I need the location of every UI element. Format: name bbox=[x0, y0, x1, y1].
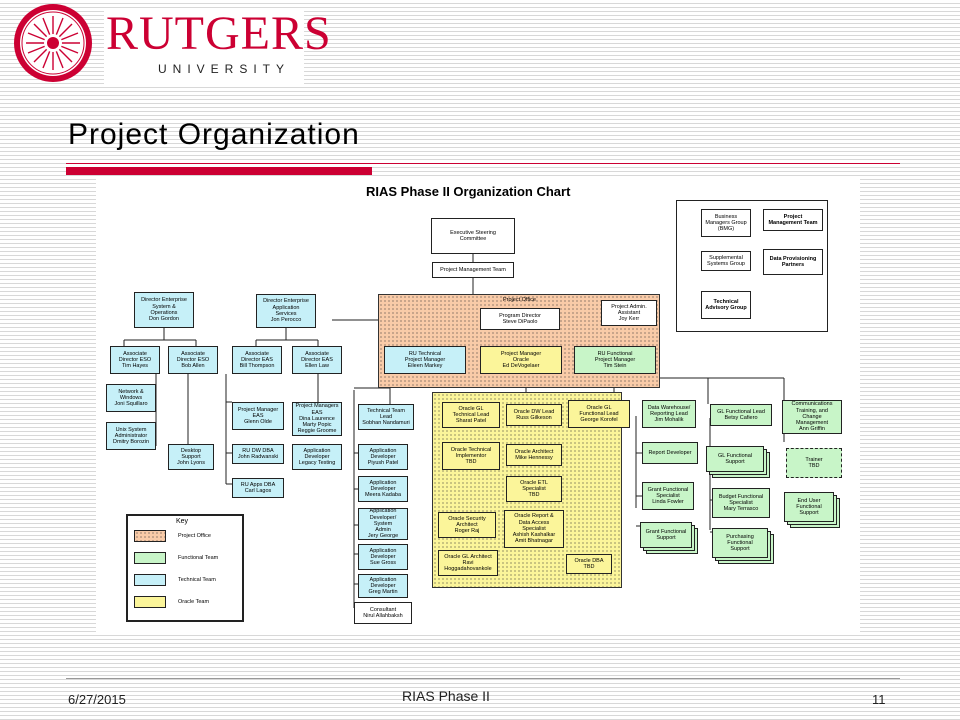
node-technical-team-lead: Technical Team Lead Sobhan Nandamuri bbox=[358, 404, 414, 430]
node-data-provisioning: Data Provisioning Partners bbox=[763, 249, 823, 275]
key-label-oracle: Oracle Team bbox=[178, 599, 210, 605]
key-swatch-oracle bbox=[134, 596, 166, 608]
key-swatch-project-office bbox=[134, 530, 166, 542]
rutgers-wordmark: RUTGERS UNIVERSITY bbox=[104, 8, 331, 84]
node-app-dev-3: Application Developer/ System Admin Jery… bbox=[358, 508, 408, 540]
node-app-dev-5: Application Developer Greg Martin bbox=[358, 574, 408, 598]
chart-title: RIAS Phase II Organization Chart bbox=[366, 184, 571, 199]
node-director-eso: Director Enterprise System & Operations … bbox=[134, 292, 194, 328]
node-assoc-director-eso-1: Associate Director ESO Tim Hayes bbox=[110, 346, 160, 374]
node-ru-dw-dba: RU DW DBA John Radwanski bbox=[232, 444, 284, 464]
node-project-management-team: Project Management Team bbox=[432, 262, 514, 278]
org-chart: RIAS Phase II Organization Chart Executi… bbox=[96, 178, 860, 634]
node-network-windows: Network & Windows Joni Squillaro bbox=[106, 384, 156, 412]
header: RUTGERS UNIVERSITY bbox=[0, 0, 960, 88]
node-gl-functional-support: GL Functional Support bbox=[706, 446, 764, 472]
node-consultant: Consultant Nirul Allahbaksh bbox=[354, 602, 412, 624]
node-ru-technical-pm: RU Technical Project Manager Eileen Mark… bbox=[384, 346, 466, 374]
node-oracle-tech-implementor: Oracle Technical Implementor TBD bbox=[442, 442, 500, 470]
node-end-user-support: End User Functional Support bbox=[784, 492, 834, 522]
groups-box: Business Managers Group (BMG) Project Ma… bbox=[676, 200, 828, 332]
node-app-dev-4: Application Developer Sue Gross bbox=[358, 544, 408, 570]
node-communications: Communications Training, and Change Mana… bbox=[782, 400, 842, 434]
title-accent-bar bbox=[66, 167, 372, 175]
node-trainer: Trainer TBD bbox=[786, 448, 842, 478]
node-dw-reporting-lead: Data Warehouse/ Reporting Lead Jim Mohal… bbox=[642, 400, 696, 428]
key-label-project-office: Project Office bbox=[178, 533, 211, 539]
node-app-dev-2: Application Developer Meera Kadaba bbox=[358, 476, 408, 502]
node-ru-functional-pm: RU Functional Project Manager Tim Stein bbox=[574, 346, 656, 374]
wordmark-text: RUTGERS bbox=[106, 7, 332, 60]
node-assoc-director-eas-1: Associate Director EAS Bill Thompson bbox=[232, 346, 282, 374]
node-oracle-security: Oracle Security Architect Roger Raj bbox=[438, 512, 496, 538]
node-desktop-support: Desktop Support John Lyons bbox=[168, 444, 214, 470]
page-title: Project Organization bbox=[68, 118, 360, 151]
node-ru-apps-dba: RU Apps DBA Carl Lagos bbox=[232, 478, 284, 498]
node-director-eas: Director Enterprise Application Services… bbox=[256, 294, 316, 328]
footer-page-number: 11 bbox=[872, 692, 886, 707]
footer-rule bbox=[66, 678, 900, 679]
node-budget-specialist: Budget Functional Specialist Mary Terras… bbox=[712, 488, 770, 518]
key-label-technical: Technical Team bbox=[178, 577, 216, 583]
key-title: Key bbox=[176, 518, 189, 525]
node-oracle-etl: Oracle ETL Specialist TBD bbox=[506, 476, 562, 502]
key-swatch-functional bbox=[134, 552, 166, 564]
node-pm-oracle: Project Manager Oracle Ed DeVogelaer bbox=[480, 346, 562, 374]
node-purchasing-support: Purchasing Functional Support bbox=[712, 528, 768, 558]
footer-date: 6/27/2015 bbox=[68, 692, 126, 707]
node-pm-eas-2: Project Managers EAS Dina Laurence Marty… bbox=[292, 402, 342, 436]
node-oracle-dw-lead: Oracle DW Lead Russ Gilkeson bbox=[506, 404, 562, 426]
project-office-label: Project Office bbox=[503, 297, 536, 303]
key-label-functional: Functional Team bbox=[178, 555, 219, 561]
node-oracle-gl-func-lead: Oracle GL Functional Lead George Korofel bbox=[568, 400, 630, 428]
node-oracle-architect: Oracle Architect Mike Hennessy bbox=[506, 444, 562, 466]
node-oracle-gl-architect: Oracle GL Architect Ravi Hoggadahovankol… bbox=[438, 550, 498, 576]
node-unix-admin: Unix System Administrator Dmitry Borozin bbox=[106, 422, 156, 450]
node-technical-advisory: Technical Advisory Group bbox=[701, 291, 751, 319]
node-pm-eas-1: Project Manager EAS Glenn Olde bbox=[232, 402, 284, 430]
wordmark-subtext: UNIVERSITY bbox=[158, 62, 291, 76]
node-oracle-gl-tech-lead: Oracle GL Technical Lead Sharat Patel bbox=[442, 402, 500, 428]
node-executive-steering: Executive Steering Committee bbox=[431, 218, 515, 254]
node-app-dev-legacy: Application Developer Legacy Testing bbox=[292, 444, 342, 470]
footer-center-text: RIAS Phase II bbox=[402, 688, 490, 704]
node-oracle-dba: Oracle DBA TBD bbox=[566, 554, 612, 574]
node-grant-specialist: Grant Functional Specialist Linda Fowler bbox=[642, 482, 694, 510]
title-rule bbox=[66, 163, 900, 164]
node-program-director: Program Director Steve DiPaolo bbox=[480, 308, 560, 330]
key-swatch-technical bbox=[134, 574, 166, 586]
node-assoc-director-eso-2: Associate Director ESO Bob Allen bbox=[168, 346, 218, 374]
node-gl-functional-lead: GL Functional Lead Betsy Cafiero bbox=[710, 404, 772, 426]
node-report-developer: Report Developer bbox=[642, 442, 698, 464]
legend-key: Key Project Office Functional Team Techn… bbox=[126, 514, 244, 622]
node-app-dev-1: Application Developer Piyush Patel bbox=[358, 444, 408, 470]
node-project-admin: Project Admin. Assistant Joy Kerr bbox=[601, 300, 657, 326]
node-grant-functional-support: Grant Functional Support bbox=[640, 522, 692, 548]
node-assoc-director-eas-2: Associate Director EAS Ellen Law bbox=[292, 346, 342, 374]
node-supplemental-systems: Supplemental Systems Group bbox=[701, 251, 751, 271]
node-project-management-team-2: Project Management Team bbox=[763, 209, 823, 231]
rutgers-seal-icon bbox=[8, 2, 98, 84]
node-bmg: Business Managers Group (BMG) bbox=[701, 209, 751, 237]
node-oracle-report: Oracle Report & Data Access Specialist A… bbox=[504, 510, 564, 548]
